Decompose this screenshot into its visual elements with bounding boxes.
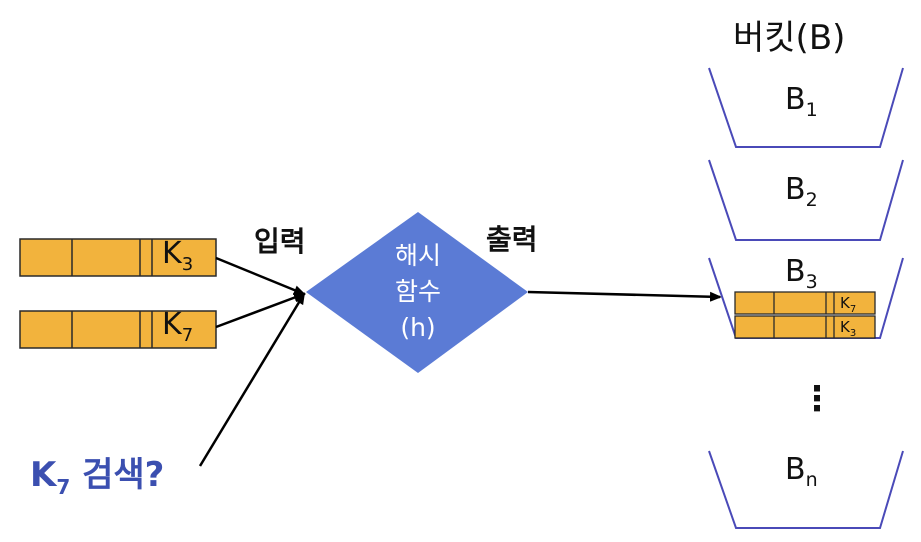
- bucket3-record-k3: [734, 315, 876, 339]
- bucket-base: B: [785, 452, 806, 487]
- key-base: K: [840, 294, 850, 312]
- key-subscript: 3: [849, 328, 857, 339]
- bucket-base: B: [785, 254, 806, 289]
- bucket-ellipsis: ⋮: [800, 379, 834, 419]
- bucket-n-shape: [708, 450, 904, 529]
- bucket3-record-k7: [734, 291, 876, 315]
- bucket-base: B: [785, 172, 806, 207]
- output-label: 출력: [486, 223, 538, 256]
- hash-function-label: 해시 함수 (h): [368, 238, 468, 346]
- bucket-1-shape: [708, 67, 904, 148]
- hash-function-diamond: [306, 212, 528, 373]
- hash-line-1: 해시: [394, 241, 441, 270]
- input-record-k7: [19, 310, 217, 349]
- key-subscript: 3: [181, 254, 194, 275]
- bucket-3-label: B3: [785, 254, 818, 293]
- key-subscript: 7: [181, 325, 194, 346]
- arrow-k7-to-hash: [215, 292, 306, 329]
- hash-line-2: 함수: [394, 277, 441, 306]
- bucket-subscript: n: [805, 469, 818, 491]
- bucket-2-label: B2: [785, 172, 818, 211]
- key-subscript: 7: [849, 304, 857, 315]
- key-base: K: [162, 307, 182, 342]
- bucket-base: B: [785, 82, 806, 117]
- bucket-subscript: 1: [805, 99, 818, 121]
- bucket-subscript: 3: [805, 271, 818, 293]
- bucket-1-label: B1: [785, 82, 818, 121]
- arrow-hash-to-bucket: [527, 290, 722, 302]
- buckets-title: 버킷(B): [733, 18, 846, 58]
- hash-line-3: (h): [400, 313, 436, 342]
- input-record-1-key: K3: [162, 236, 193, 275]
- bucket-2-shape: [708, 159, 904, 241]
- input-record-2-key: K7: [162, 307, 193, 346]
- search-key-base: K: [30, 455, 57, 495]
- search-suffix: 검색?: [70, 455, 165, 495]
- bucket3-record-1-key: K7: [840, 296, 856, 317]
- bucket3-record-2-key: K3: [840, 320, 856, 341]
- search-query: K7 검색?: [30, 447, 164, 499]
- arrow-k3-to-hash: [215, 256, 306, 296]
- input-record-k3: [19, 238, 217, 277]
- key-base: K: [840, 318, 850, 336]
- bucket-n-label: Bn: [785, 452, 818, 491]
- arrow-search-to-hash: [198, 292, 306, 467]
- search-key-subscript: 7: [56, 474, 71, 499]
- key-base: K: [162, 236, 182, 271]
- bucket-subscript: 2: [805, 189, 818, 211]
- input-label: 입력: [254, 225, 306, 258]
